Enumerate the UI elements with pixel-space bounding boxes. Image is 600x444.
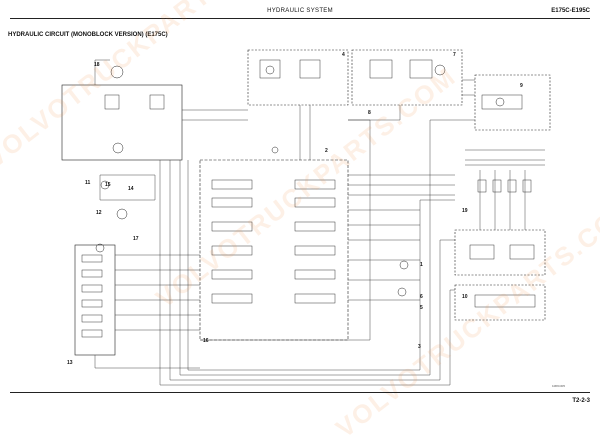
pump-assembly-box bbox=[247, 49, 349, 106]
page-number: T2-2-3 bbox=[572, 398, 590, 404]
callout-9: 9 bbox=[520, 83, 523, 89]
valve-spools bbox=[81, 59, 536, 338]
section-title: HYDRAULIC CIRCUIT (MONOBLOCK VERSION) (E… bbox=[8, 32, 168, 38]
callout-11: 11 bbox=[85, 180, 91, 186]
footer-divider bbox=[10, 392, 590, 393]
header-model: E175C-E195C bbox=[551, 8, 590, 14]
header-divider bbox=[10, 18, 590, 19]
callout-2: 2 bbox=[325, 148, 328, 154]
callout-16: 16 bbox=[203, 338, 209, 344]
callout-19: 19 bbox=[462, 208, 468, 214]
callout-18: 18 bbox=[94, 62, 100, 68]
callout-7: 7 bbox=[453, 52, 456, 58]
callout-3: 3 bbox=[418, 344, 421, 350]
callout-10: 10 bbox=[462, 294, 468, 300]
callout-14: 14 bbox=[128, 186, 134, 192]
callout-6: 6 bbox=[420, 294, 423, 300]
callout-13: 13 bbox=[67, 360, 73, 366]
callout-4: 4 bbox=[342, 52, 345, 58]
callout-8: 8 bbox=[368, 110, 371, 116]
right-upper-valve-box bbox=[474, 74, 551, 131]
callout-1: 1 bbox=[420, 262, 423, 268]
hydraulic-lines bbox=[94, 59, 545, 386]
callout-17: 17 bbox=[133, 236, 139, 242]
right-travel-motor-box bbox=[454, 229, 546, 276]
callout-15: 15 bbox=[105, 182, 111, 188]
drawing-code: 1M8C305 bbox=[552, 384, 566, 388]
upper-left-control-block bbox=[61, 84, 183, 161]
hydraulic-circuit-diagram bbox=[61, 49, 551, 386]
callout-5: 5 bbox=[420, 305, 423, 311]
right-lower-motor-box bbox=[454, 284, 546, 321]
pump-assembly-box-2 bbox=[351, 49, 463, 106]
header-title: HYDRAULIC SYSTEM bbox=[267, 8, 333, 14]
pumps-and-motors bbox=[95, 64, 505, 297]
callout-12: 12 bbox=[96, 210, 102, 216]
